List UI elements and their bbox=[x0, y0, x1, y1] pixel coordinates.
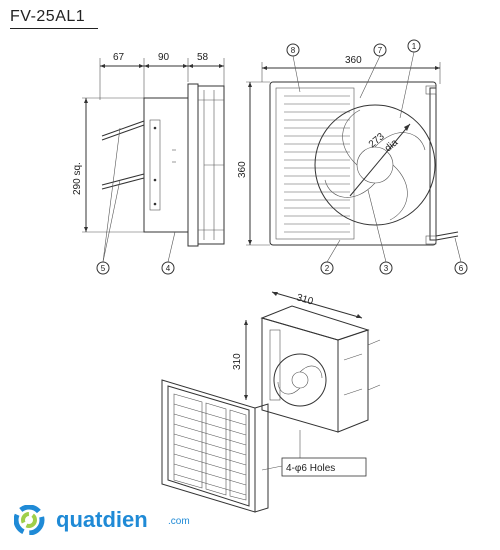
callout-6: 6 bbox=[459, 264, 464, 273]
dim-360-height: 360 bbox=[237, 161, 248, 178]
dim-67: 67 bbox=[113, 52, 125, 63]
callout-5: 5 bbox=[101, 264, 106, 273]
callout-7: 7 bbox=[378, 46, 383, 55]
dim-310-height: 310 bbox=[232, 353, 243, 370]
isometric-view: 310 310 bbox=[161, 291, 381, 513]
callout-1: 1 bbox=[412, 42, 417, 51]
model-title: FV-25AL1 bbox=[10, 8, 86, 25]
callout-8: 8 bbox=[291, 46, 296, 55]
brand-logo[interactable]: quatdien .com bbox=[14, 505, 204, 535]
dim-290-sq: 290 sq. bbox=[72, 162, 83, 195]
logo-name: quatdien bbox=[56, 507, 148, 532]
logo-suffix: .com bbox=[168, 516, 190, 527]
grille-louvers bbox=[284, 95, 350, 233]
callout-4: 4 bbox=[166, 264, 171, 273]
dim-310-width: 310 bbox=[295, 292, 314, 307]
callouts: 8 7 1 5 4 2 3 6 bbox=[96, 39, 468, 275]
callout-3: 3 bbox=[384, 264, 389, 273]
holes-label: 4-φ6 Holes bbox=[286, 463, 335, 474]
title-underline bbox=[10, 28, 98, 29]
dim-58: 58 bbox=[197, 52, 209, 63]
side-view: 67 90 58 290 sq. bbox=[72, 52, 225, 247]
front-view: 360 360 bbox=[237, 55, 459, 246]
dim-360-width: 360 bbox=[345, 55, 362, 66]
swirl-logo-icon bbox=[14, 505, 45, 535]
callout-2: 2 bbox=[325, 264, 330, 273]
dim-90: 90 bbox=[158, 52, 170, 63]
iso-grille-slats bbox=[173, 403, 247, 496]
